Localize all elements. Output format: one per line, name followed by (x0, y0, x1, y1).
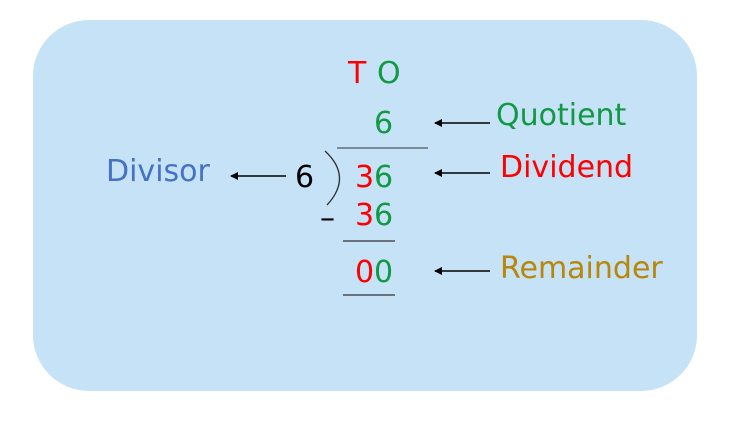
subtrahend-ones-digit: 6 (374, 198, 394, 233)
quotient-digit: 6 (374, 106, 394, 141)
remainder-tens-digit: 0 (355, 255, 375, 290)
remainder-label: Remainder (500, 251, 663, 286)
dividend-label: Dividend (500, 150, 634, 185)
division-bracket (324, 150, 341, 206)
quotient-label: Quotient (496, 98, 627, 133)
ones-place-header: O (377, 56, 401, 91)
subtrahend-tens-digit: 3 (355, 198, 375, 233)
divisor-label: Divisor (106, 154, 210, 189)
dividend-ones-digit: 6 (374, 160, 394, 195)
minus-sign: – (320, 201, 335, 236)
divisor-digit: 6 (295, 160, 315, 195)
dividend-tens-digit: 3 (355, 160, 375, 195)
remainder-ones-digit: 0 (374, 255, 394, 290)
tens-place-header: T (348, 56, 367, 91)
diagram-panel (33, 20, 697, 391)
